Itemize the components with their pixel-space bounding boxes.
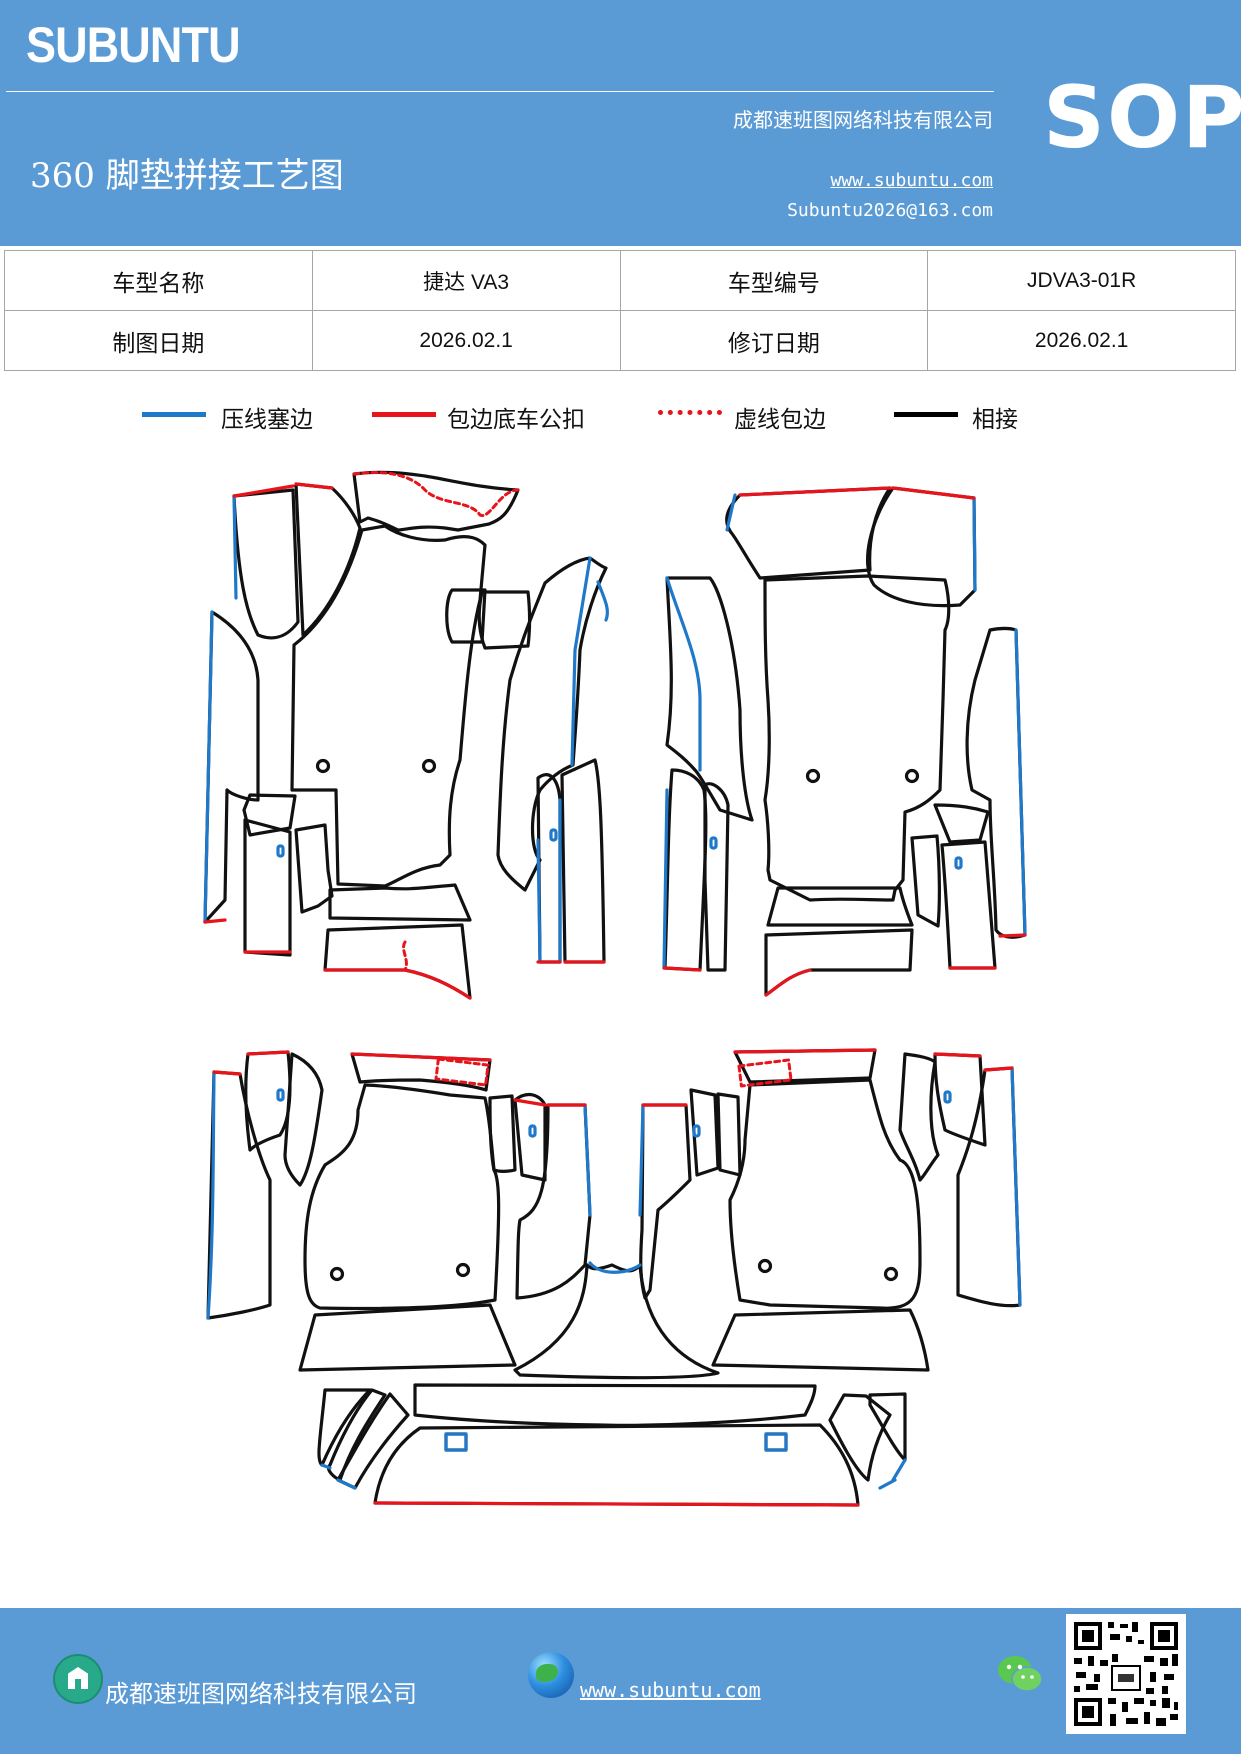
table-row: 制图日期 2026.02.1 修订日期 2026.02.1 [4, 310, 1236, 371]
mat-piece [764, 928, 914, 997]
mat-piece [206, 1070, 272, 1320]
model-name-value: 捷达 VA3 [311, 250, 621, 311]
legend-label: 相接 [972, 407, 1018, 433]
mat-piece [910, 834, 941, 928]
legend-swatch-red-dotted [658, 410, 722, 415]
mat-piece [290, 524, 487, 888]
mat-piece [933, 803, 990, 844]
mat-piece [232, 488, 300, 640]
mat-piece [328, 883, 472, 922]
qr-code[interactable] [1066, 1614, 1186, 1734]
document-title: 360 脚垫拼接工艺图 [30, 156, 344, 196]
mat-piece [513, 1263, 720, 1380]
mat-piece [665, 576, 754, 822]
mat-hole [329, 1266, 345, 1282]
mat-piece [728, 1078, 922, 1310]
mat-hole [805, 768, 821, 784]
blue-edges [203, 493, 1027, 1490]
mat-outlines [203, 470, 1027, 1507]
wechat-icon [998, 1656, 1043, 1692]
mat-slot [444, 1432, 468, 1452]
mat-piece [766, 886, 914, 927]
mat-piece [956, 1066, 1022, 1308]
legend-swatch-blue [142, 412, 206, 417]
footer-company-name: 成都速班图网络科技有限公司 [105, 1680, 417, 1708]
mat-piece [703, 782, 730, 972]
legend-label: 虚线包边 [734, 407, 826, 433]
edge-legend: 压线塞边 包边底车公扣 虚线包边 相接 [0, 400, 1241, 440]
revision-date-label: 修订日期 [619, 310, 929, 371]
mat-piece [933, 1052, 987, 1147]
mat-piece [866, 486, 977, 608]
header-company-name: 成都速班图网络科技有限公司 [733, 108, 993, 132]
building-icon [53, 1654, 103, 1704]
mat-piece [560, 758, 606, 964]
header-divider [6, 91, 994, 92]
mat-piece [515, 1103, 592, 1300]
mat-piece [243, 818, 292, 957]
legend-swatch-red [372, 412, 436, 417]
mat-piece [477, 590, 532, 650]
mat-piece [639, 1103, 692, 1300]
mat-piece [242, 793, 297, 837]
footer-website-link[interactable]: www.subuntu.com [580, 1678, 761, 1702]
mat-piece [940, 840, 997, 970]
mat-hole [421, 758, 437, 774]
mat-piece [711, 1308, 930, 1372]
mat-piece [725, 486, 892, 580]
mat-piece [716, 1092, 742, 1177]
globe-icon [528, 1652, 574, 1698]
brand-logo: SUBUNTU [26, 17, 241, 73]
page-footer: 成都速班图网络科技有限公司 www.subuntu.com [0, 1608, 1241, 1754]
mat-piece [413, 1383, 817, 1427]
mat-piece [496, 556, 608, 892]
model-code-value: JDVA3-01R [927, 250, 1236, 311]
mat-piece [283, 1052, 324, 1187]
mat-piece [898, 1052, 940, 1182]
draw-date-label: 制图日期 [4, 310, 313, 371]
mat-piece [828, 1393, 892, 1482]
mat-hole [757, 1258, 773, 1274]
mat-piece [663, 768, 708, 972]
mat-piece [298, 1303, 517, 1372]
mat-hole [904, 768, 920, 784]
mat-piece [294, 823, 334, 914]
mat-piece [689, 1088, 720, 1177]
mat-piece [536, 773, 562, 964]
sop-label: SOP [1043, 68, 1241, 168]
mat-piece [294, 482, 362, 637]
mat-hole [455, 1262, 471, 1278]
mat-hole [315, 758, 331, 774]
mat-piece [352, 470, 520, 532]
vehicle-info-table: 车型名称 捷达 VA3 车型编号 JDVA3-01R 制图日期 2026.02.… [4, 250, 1236, 371]
mat-slot [764, 1432, 788, 1452]
mat-piece [513, 1092, 547, 1182]
legend-label: 包边底车公扣 [447, 407, 585, 433]
draw-date-value: 2026.02.1 [311, 310, 621, 371]
mat-hole [883, 1266, 899, 1282]
page-header: SUBUNTU 成都速班图网络科技有限公司 360 脚垫拼接工艺图 www.su… [0, 0, 1241, 246]
mat-piece [965, 626, 1027, 939]
header-email[interactable]: Subuntu2026@163.com [787, 200, 993, 221]
mat-piece [733, 1048, 877, 1084]
mat-piece [303, 1083, 501, 1311]
red-edges [203, 482, 1027, 1507]
red-dotted-edges [352, 471, 793, 1088]
mat-piece [350, 1052, 492, 1092]
mat-piece [336, 1392, 410, 1490]
mat-piece [445, 588, 487, 644]
table-row: 车型名称 捷达 VA3 车型编号 JDVA3-01R [4, 250, 1236, 311]
model-name-label: 车型名称 [4, 250, 313, 311]
mat-piece [763, 574, 951, 902]
mat-piece [488, 1094, 517, 1174]
legend-label: 压线塞边 [221, 407, 313, 433]
mat-piece [327, 1388, 387, 1482]
legend-swatch-black [894, 412, 958, 417]
header-website-link[interactable]: www.subuntu.com [830, 170, 993, 191]
model-code-label: 车型编号 [619, 250, 929, 311]
mat-piece [203, 610, 260, 924]
revision-date-value: 2026.02.1 [927, 310, 1236, 371]
